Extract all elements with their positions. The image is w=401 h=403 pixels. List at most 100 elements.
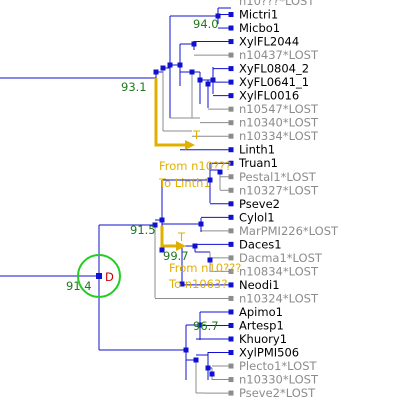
leaf-label: Dacma1*LOST xyxy=(239,251,323,265)
support-value-lower-clade: 96.7 xyxy=(193,319,219,333)
internal-node xyxy=(167,62,173,68)
lost-leaf-tip xyxy=(228,295,234,301)
lost-leaf-tip xyxy=(228,52,234,58)
leaf-label: Apimo1 xyxy=(239,305,283,319)
leaf-label: Artesp1 xyxy=(239,318,284,332)
transfer-2-marker: T xyxy=(177,230,186,244)
leaf-label: MarPMI226*LOST xyxy=(239,224,339,238)
internal-node xyxy=(207,257,213,263)
leaf-tip xyxy=(228,147,234,153)
internal-node xyxy=(215,13,221,19)
lost-leaf-tip xyxy=(228,120,234,126)
internal-node xyxy=(159,247,165,253)
internal-node xyxy=(207,177,213,183)
transfer-1-to-label: To Linth1 xyxy=(158,176,211,190)
lost-leaf-tip xyxy=(228,363,234,369)
leaf-label: Khuory1 xyxy=(239,332,287,346)
event-labels: T From n10??? To Linth1 T From n10??? To… xyxy=(158,128,241,291)
leaf-label: Linth1 xyxy=(239,143,275,157)
leaf-label: n10547*LOST xyxy=(239,102,319,116)
lost-leaf-tip xyxy=(228,255,234,261)
leaf-tip xyxy=(228,66,234,72)
internal-node xyxy=(197,77,203,83)
leaf-label: XyFL0804_2 xyxy=(239,62,309,76)
leaf-tip xyxy=(228,241,234,247)
leaf-tip xyxy=(228,12,234,18)
leaf-label: XylFL2044 xyxy=(239,35,299,49)
leaf-label: n10834*LOST xyxy=(239,264,319,278)
support-value-upper-clade: 93.1 xyxy=(121,80,147,94)
internal-node xyxy=(210,77,216,83)
internal-node xyxy=(205,81,211,87)
support-value-root-node: 91.4 xyxy=(66,279,92,293)
leaf-label: Plecto1*LOST xyxy=(239,359,317,373)
leaf-tip xyxy=(228,282,234,288)
leaf-tip xyxy=(228,336,234,342)
leaf-tip xyxy=(228,322,234,328)
leaf-label: Pseve2*LOST xyxy=(239,386,316,400)
duplication-marker: D xyxy=(105,270,114,284)
internal-node xyxy=(209,371,215,377)
lost-leaf-tip xyxy=(228,268,234,274)
internal-node xyxy=(217,169,223,175)
lost-leaf-tip xyxy=(228,106,234,112)
internal-node xyxy=(198,221,204,227)
internal-node xyxy=(183,347,189,353)
transfer-branches xyxy=(154,78,195,251)
internal-node xyxy=(152,222,158,228)
duplication-node xyxy=(96,273,102,279)
transfer-1-marker: T xyxy=(192,128,201,142)
leaf-label: Neodi1 xyxy=(239,278,280,292)
leaf-label: n10324*LOST xyxy=(239,291,319,305)
leaf-label: n10437*LOST xyxy=(239,48,319,62)
duplication-event: D xyxy=(77,254,121,298)
leaf-tip xyxy=(228,214,234,220)
leaf-tip xyxy=(228,309,234,315)
support-value-middle-clade: 91.5 xyxy=(130,223,156,237)
lost-leaf-tip xyxy=(228,133,234,139)
internal-node xyxy=(205,365,211,371)
leaf-label: Pestal1*LOST xyxy=(239,170,317,184)
leaf-label: n10327*LOST xyxy=(239,183,319,197)
internal-node xyxy=(179,281,185,287)
internal-node xyxy=(193,357,199,363)
leaf-label: n10???*LOST xyxy=(239,0,315,8)
leaf-label: n10340*LOST xyxy=(239,116,319,130)
transfer-1-from-label: From n10??? xyxy=(159,159,231,173)
support-value-dacrym-clade: 99.7 xyxy=(163,249,189,263)
leaf-label: Truan1 xyxy=(238,156,278,170)
leaf-tip xyxy=(228,93,234,99)
leaf-tip xyxy=(228,201,234,207)
leaf-tip xyxy=(228,350,234,356)
leaf-label: XylPMI506 xyxy=(239,346,299,360)
internal-node xyxy=(189,69,195,75)
leaf-label: XylFL0016 xyxy=(239,89,299,103)
internal-node xyxy=(160,65,166,71)
transfer-arrow-1 xyxy=(185,140,195,150)
leaf-label: XyFL0641_1 xyxy=(239,75,309,89)
leaf-label: Pseve2 xyxy=(239,197,280,211)
internal-node xyxy=(197,322,203,328)
tree-branches xyxy=(0,7,231,394)
lost-leaf-tip xyxy=(228,228,234,234)
internal-node xyxy=(159,217,165,223)
leaf-label: n10334*LOST xyxy=(239,129,319,143)
leaf-label: Mictri1 xyxy=(239,8,278,22)
transfer-2-from-label: From n10??? xyxy=(169,261,241,275)
leaf-label: Micbo1 xyxy=(239,21,280,35)
leaf-label: Daces1 xyxy=(239,237,282,251)
lost-leaf-tip xyxy=(228,187,234,193)
leaf-tip xyxy=(228,39,234,45)
transfer-2-to-label: To n1063? xyxy=(168,277,227,291)
support-value-micro-clade: 94.0 xyxy=(193,17,219,31)
leaf-labels: n10???*LOSTMictri1Micbo1XylFL2044n10437*… xyxy=(238,0,339,400)
support-values: 93.1 94.0 91.5 99.7 91.4 96.7 xyxy=(66,17,219,333)
lost-leaf-tip xyxy=(228,377,234,383)
lost-leaf-tip xyxy=(228,390,234,396)
internal-node xyxy=(192,243,198,249)
internal-node xyxy=(177,62,183,68)
transfer-branch-1 xyxy=(154,78,192,147)
leaf-tip xyxy=(228,25,234,31)
leaf-label: n10330*LOST xyxy=(239,373,319,387)
